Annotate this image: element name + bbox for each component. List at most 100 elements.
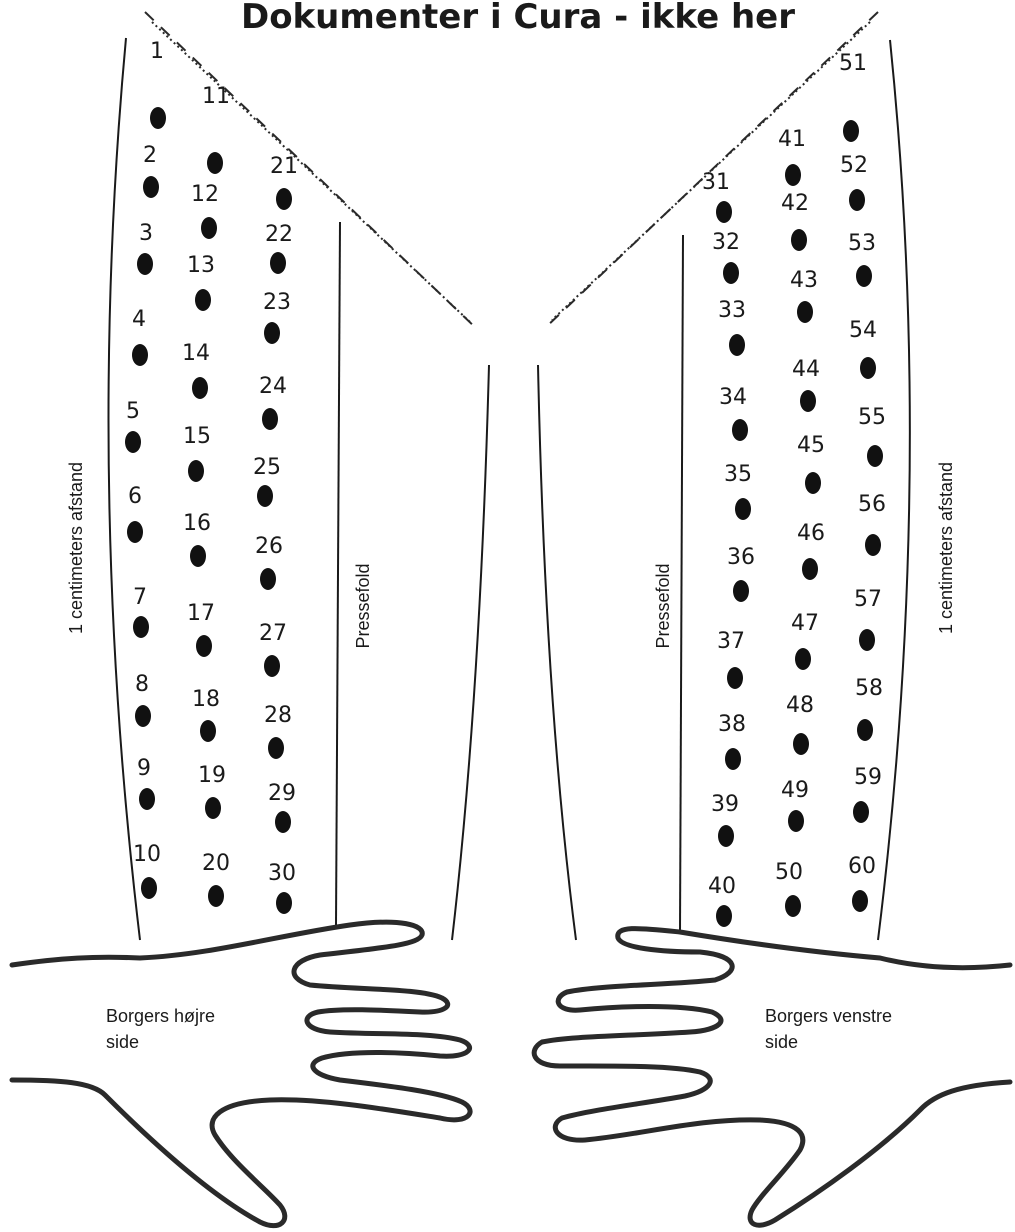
site-dot [190,545,206,567]
site-number-label: 26 [255,534,283,559]
site-number-label: 53 [848,231,876,256]
site-dot [132,344,148,366]
site-number-label: 15 [183,424,211,449]
site-dot [867,445,883,467]
site-dot [849,189,865,211]
site-18: 18 [192,687,220,742]
site-number-label: 32 [712,230,740,255]
site-number-label: 37 [717,629,745,654]
site-number-label: 50 [775,860,803,885]
site-14: 14 [182,341,210,399]
site-dot [859,629,875,651]
site-3: 3 [137,221,153,275]
site-41: 41 [778,127,806,186]
site-number-label: 36 [727,545,755,570]
site-dot [200,720,216,742]
site-46: 46 [797,521,825,580]
site-dot [276,188,292,210]
site-number-label: 8 [135,672,149,697]
site-number-label: 24 [259,374,287,399]
site-number-label: 44 [792,357,820,382]
site-dot [788,810,804,832]
site-dot [857,719,873,741]
site-number-label: 48 [786,693,814,718]
right-side-label: Borgers venstre side [765,1006,897,1052]
site-number-label: 4 [132,307,146,332]
site-dot [137,253,153,275]
site-dot [793,733,809,755]
site-40: 40 [708,874,736,927]
site-25: 25 [253,455,281,507]
site-dot [716,905,732,927]
site-number-label: 2 [143,143,157,168]
site-dot [791,229,807,251]
site-number-label: 21 [270,154,298,179]
site-29: 29 [268,781,296,833]
diagram-title: Dokumenter i Cura - ikke her [241,0,795,37]
right-thigh-outer-outline [878,40,910,940]
site-57: 57 [854,587,882,651]
site-dot [257,485,273,507]
injection-sites: 1234567891011121314151617181920212223242… [125,39,886,927]
site-dot [262,408,278,430]
site-16: 16 [183,511,211,567]
site-53: 53 [848,231,876,287]
site-number-label: 54 [849,318,877,343]
site-number-label: 20 [202,851,230,876]
site-number-label: 28 [264,703,292,728]
site-dot [856,265,872,287]
site-number-label: 31 [702,170,730,195]
site-dot [260,568,276,590]
site-dot [205,797,221,819]
site-42: 42 [781,191,809,251]
site-number-label: 45 [797,433,825,458]
site-number-label: 30 [268,861,296,886]
site-dot [141,877,157,899]
site-number-label: 43 [790,268,818,293]
site-number-label: 27 [259,621,287,646]
right-distance-label: 1 centimeters afstand [936,462,956,634]
right-press-fold-line [680,235,683,932]
site-dot [800,390,816,412]
site-20: 20 [202,851,230,907]
site-13: 13 [187,253,215,311]
site-dot [268,737,284,759]
site-27: 27 [259,621,287,677]
site-12: 12 [191,182,219,239]
site-24: 24 [259,374,287,430]
site-dot [201,217,217,239]
site-dot [143,176,159,198]
site-number-label: 33 [718,298,746,323]
site-number-label: 49 [781,778,809,803]
site-8: 8 [135,672,151,727]
site-dot [860,357,876,379]
site-44: 44 [792,357,820,412]
left-fold-dashed-line [145,12,478,330]
site-10: 10 [133,842,161,899]
site-number-label: 34 [719,385,747,410]
site-35: 35 [724,462,752,520]
site-number-label: 42 [781,191,809,216]
site-number-label: 10 [133,842,161,867]
site-dot [805,472,821,494]
left-pressefold-label: Pressefold [353,563,373,648]
site-number-label: 35 [724,462,752,487]
site-5: 5 [125,399,141,453]
site-49: 49 [781,778,809,832]
site-number-label: 60 [848,854,876,879]
site-number-label: 7 [133,585,147,610]
site-number-label: 19 [198,763,226,788]
site-6: 6 [127,484,143,543]
site-number-label: 55 [858,405,886,430]
site-dot [725,748,741,770]
site-dot [843,120,859,142]
site-number-label: 46 [797,521,825,546]
site-dot [716,201,732,223]
site-32: 32 [712,230,740,284]
site-dot [718,825,734,847]
site-dot [276,892,292,914]
site-1: 1 [150,39,166,129]
site-37: 37 [717,629,745,689]
site-51: 51 [839,51,867,142]
site-dot [264,322,280,344]
